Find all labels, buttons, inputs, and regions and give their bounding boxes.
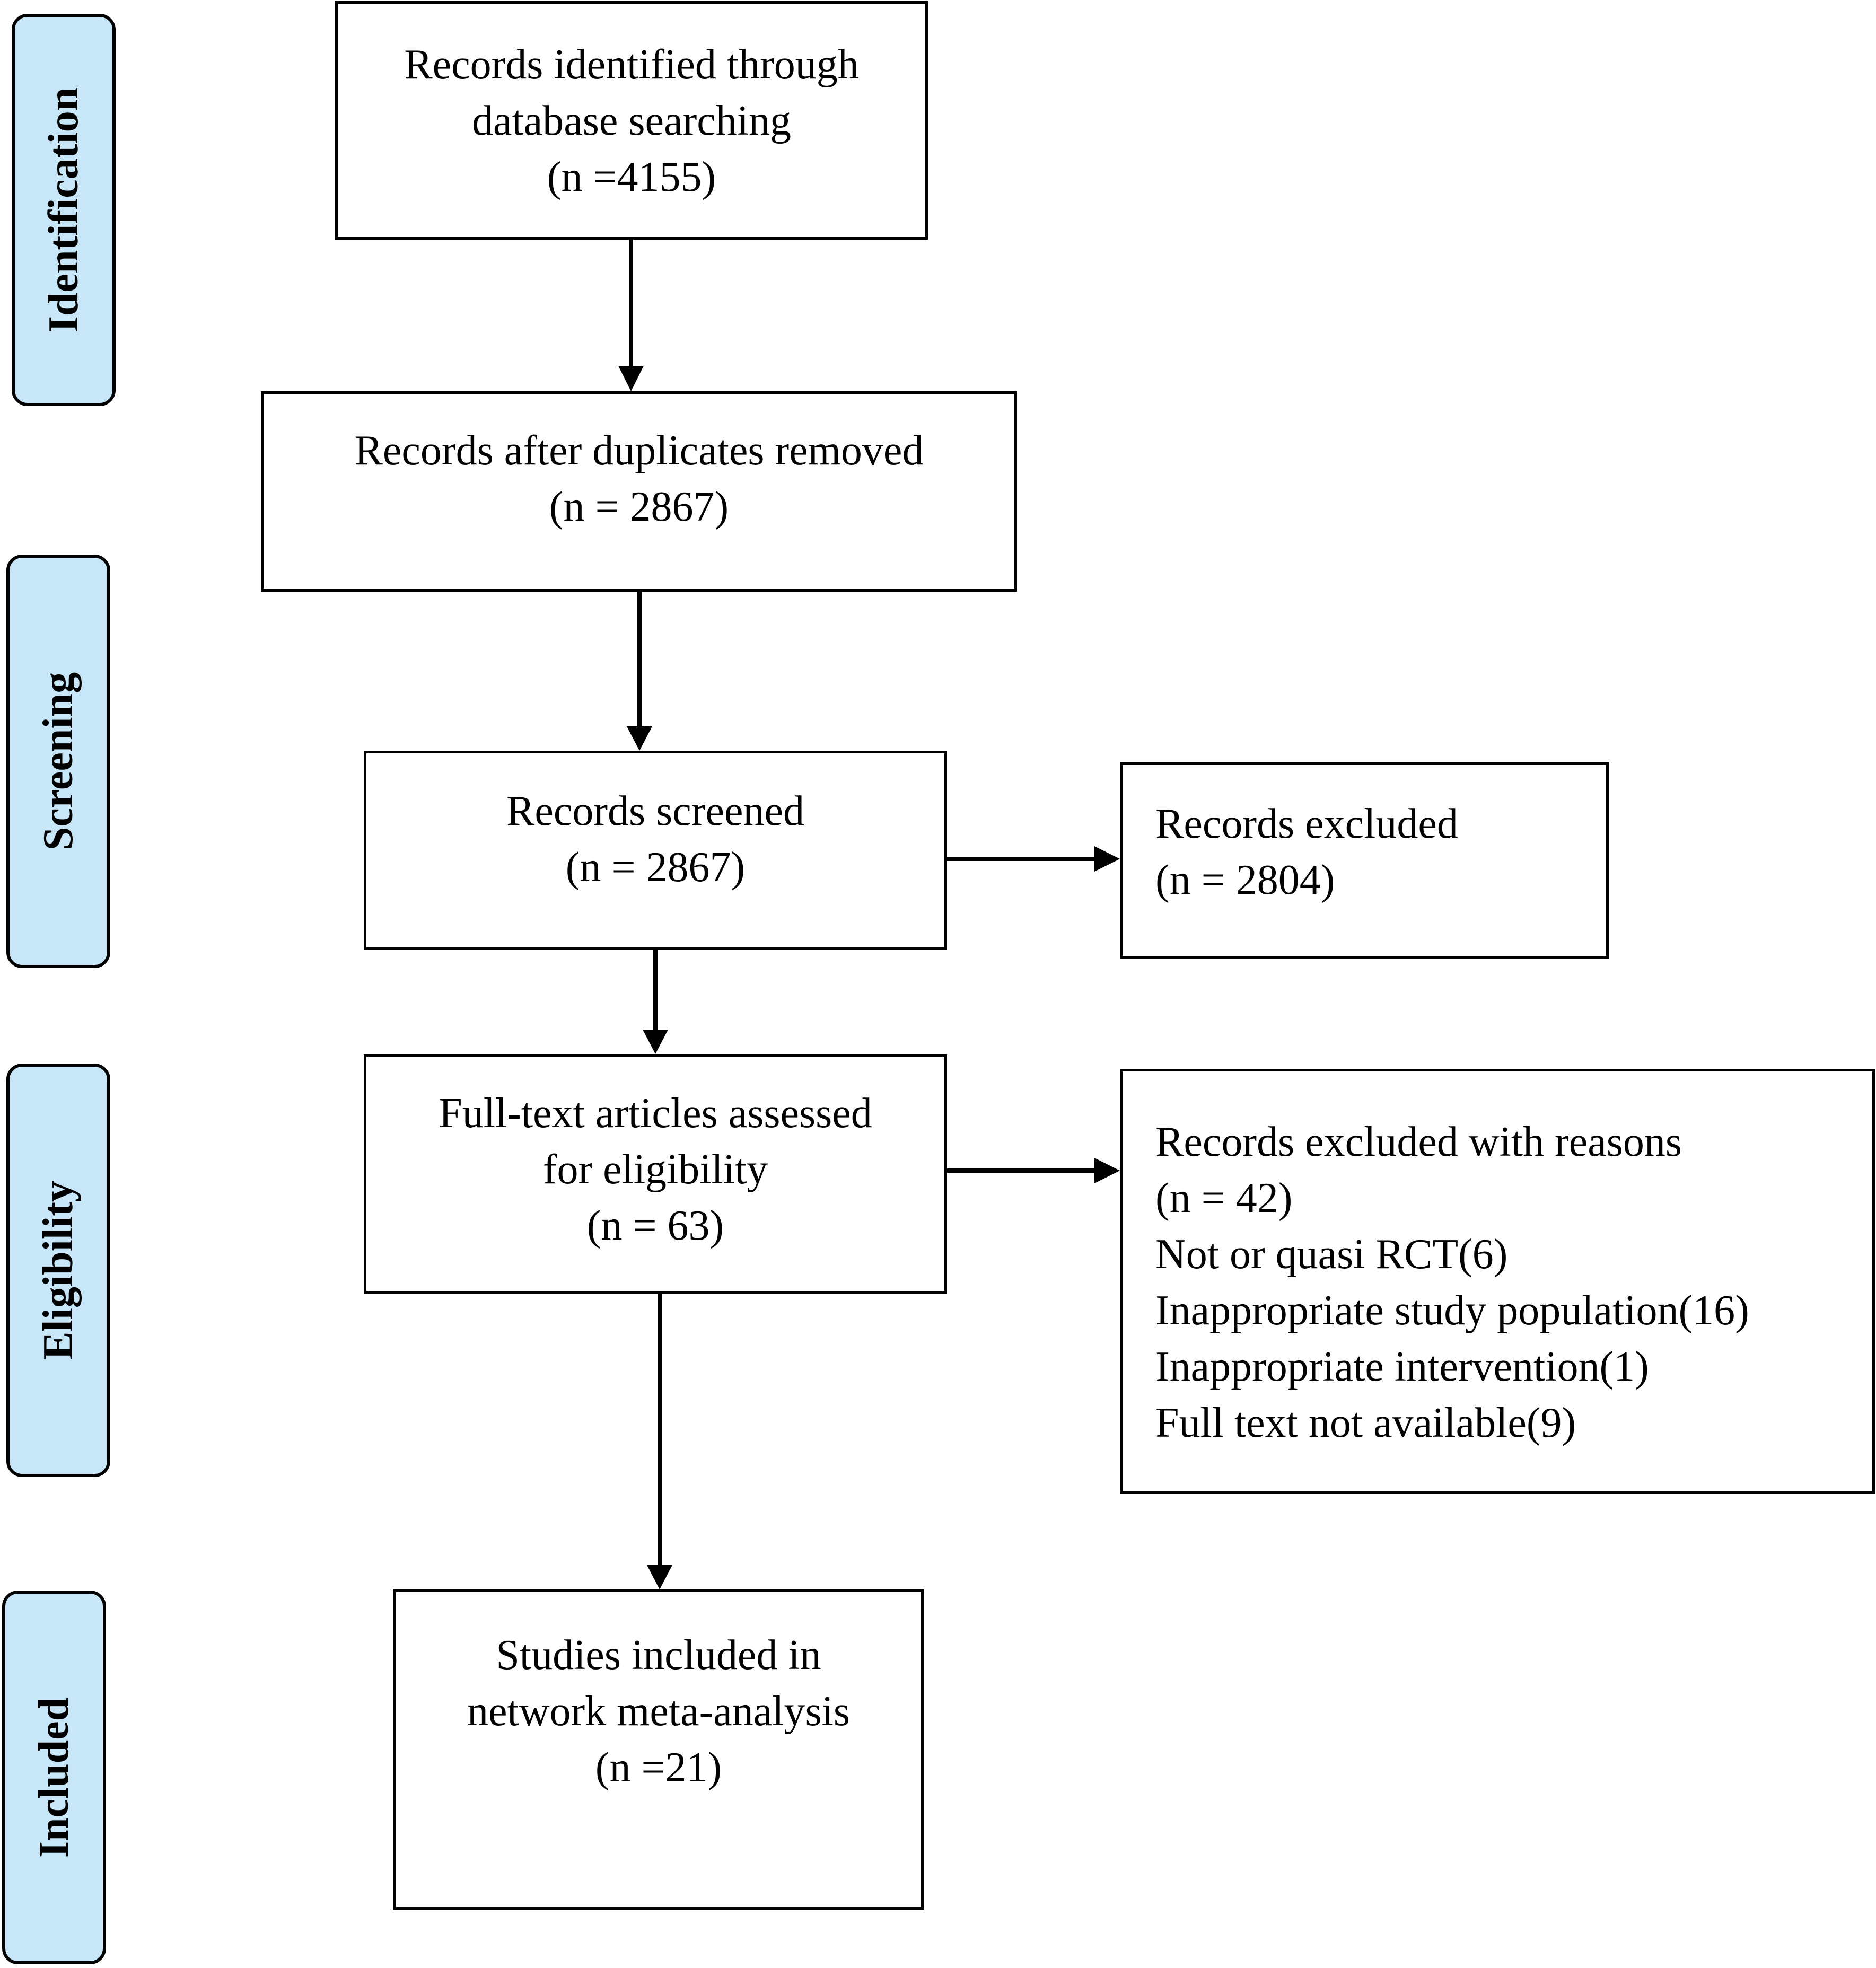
arrowhead-excluded <box>1094 846 1120 872</box>
box-records-identified: Records identified through database sear… <box>335 1 928 240</box>
studies-included-line-2: network meta-analysis <box>467 1688 850 1735</box>
excluded-reasons-count: (n = 42) <box>1155 1175 1293 1222</box>
duplicates-removed-line-1: Records after duplicates removed <box>354 427 924 474</box>
excluded-reason-no-fulltext: Full text not available(9) <box>1155 1400 1576 1446</box>
studies-included-count: (n =21) <box>595 1744 722 1791</box>
excluded-reasons-heading: Records excluded with reasons <box>1155 1119 1682 1165</box>
box-excluded-with-reasons: Records excluded with reasons (n = 42) N… <box>1120 1069 1875 1494</box>
box-records-excluded: Records excluded (n = 2804) <box>1120 762 1609 959</box>
arrowhead-fulltext <box>643 1030 668 1054</box>
phase-included: Included <box>2 1591 106 1964</box>
arrowhead-duplicates <box>618 366 644 391</box>
fulltext-assessed-count: (n = 63) <box>586 1202 724 1249</box>
records-identified-line-1: Records identified through <box>404 41 859 88</box>
records-identified-line-2: database searching <box>472 98 791 144</box>
phase-screening: Screening <box>6 555 110 968</box>
fulltext-assessed-line-2: for eligibility <box>542 1146 768 1193</box>
phase-eligibility: Eligibility <box>6 1064 110 1477</box>
arrowhead-excluded-reasons <box>1094 1158 1120 1183</box>
excluded-reason-intervention: Inappropriate intervention(1) <box>1155 1343 1649 1390</box>
records-screened-count: (n = 2867) <box>565 844 746 891</box>
phase-identification: Identification <box>12 14 116 406</box>
studies-included-line-1: Studies included in <box>496 1632 821 1679</box>
fulltext-assessed-line-1: Full-text articles assessed <box>439 1090 872 1137</box>
records-excluded-count: (n = 2804) <box>1155 857 1335 903</box>
duplicates-removed-count: (n = 2867) <box>549 484 729 530</box>
box-records-screened: Records screened (n = 2867) <box>364 751 947 950</box>
box-fulltext-assessed: Full-text articles assessed for eligibil… <box>364 1054 947 1294</box>
records-excluded-line-1: Records excluded <box>1155 801 1458 847</box>
arrowhead-included <box>647 1565 672 1589</box>
excluded-reason-not-rct: Not or quasi RCT(6) <box>1155 1231 1508 1278</box>
box-studies-included: Studies included in network meta-analysi… <box>393 1589 924 1910</box>
excluded-reason-population: Inappropriate study population(16) <box>1155 1287 1749 1334</box>
records-identified-count: (n =4155) <box>547 154 716 200</box>
arrowhead-screened <box>627 726 652 751</box>
box-duplicates-removed: Records after duplicates removed (n = 28… <box>261 391 1017 592</box>
records-screened-line-1: Records screened <box>506 788 804 834</box>
